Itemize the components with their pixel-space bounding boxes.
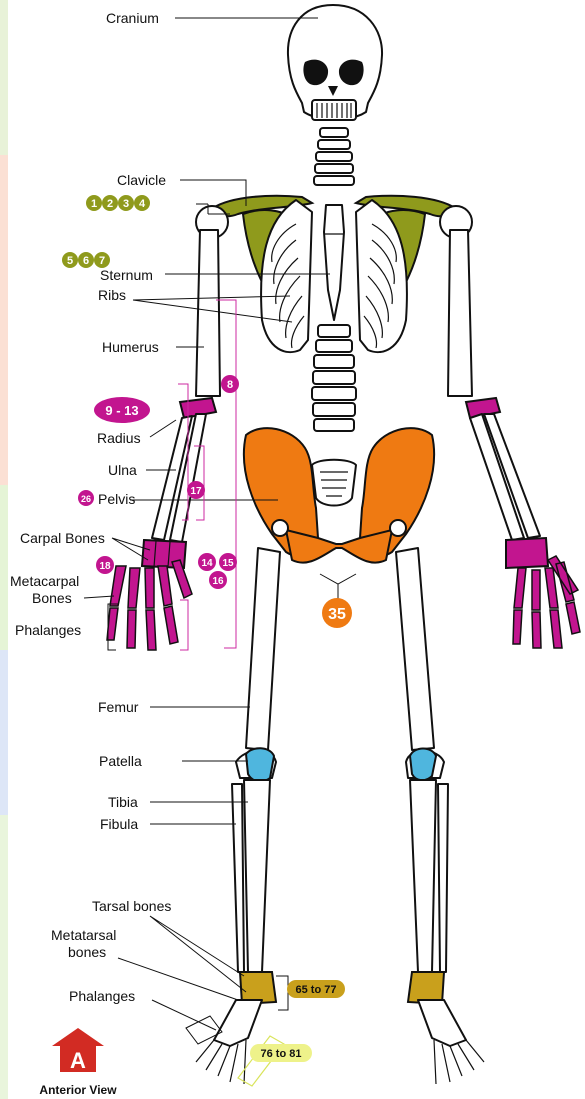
label-carpal-bones: Carpal Bones	[20, 530, 105, 546]
label-phalanges-foot: Phalanges	[69, 988, 135, 1004]
pelvis	[244, 428, 434, 563]
label-clavicle: Clavicle	[117, 172, 166, 188]
left-leg	[396, 548, 484, 1084]
label-cranium: Cranium	[106, 10, 159, 26]
label-fibula: Fibula	[100, 816, 138, 832]
labels: Cranium Clavicle Sternum Ribs Humerus Ra…	[10, 10, 171, 1004]
label-femur: Femur	[98, 699, 139, 715]
label-sternum: Sternum	[100, 267, 153, 283]
badge-4: 4	[139, 198, 146, 210]
badge-26: 26	[81, 494, 91, 504]
label-radius: Radius	[97, 430, 141, 446]
badge-5: 5	[67, 255, 73, 267]
badge-8: 8	[227, 379, 233, 391]
anterior-view-icon: A Anterior View	[39, 1028, 117, 1097]
badge-15: 15	[222, 558, 234, 569]
badge-35: 35	[328, 606, 346, 623]
label-metacarpal-2: Bones	[32, 590, 72, 606]
badge-14: 14	[201, 558, 213, 569]
badge-17: 17	[190, 486, 202, 497]
skull	[288, 5, 382, 120]
badge-18: 18	[99, 561, 111, 572]
badge-6: 6	[83, 255, 89, 267]
badge-76-81: 76 to 81	[261, 1048, 302, 1060]
badge-7: 7	[99, 255, 105, 267]
badge-9-13: 9 - 13	[105, 403, 138, 418]
olive-badges: 1 2 3 4 5 6 7	[62, 195, 150, 268]
badge-65-77: 65 to 77	[296, 984, 337, 996]
badge-3: 3	[123, 198, 129, 210]
badge-2: 2	[107, 198, 113, 210]
cervical-spine	[314, 128, 354, 185]
label-ulna: Ulna	[108, 462, 137, 478]
label-pelvis: Pelvis	[98, 491, 135, 507]
label-tarsal-bones: Tarsal bones	[92, 898, 171, 914]
label-metatarsal-1: Metatarsal	[51, 927, 116, 943]
label-phalanges-hand: Phalanges	[15, 622, 81, 638]
label-tibia: Tibia	[108, 794, 138, 810]
view-icon-letter: A	[70, 1048, 86, 1073]
label-metatarsal-2: bones	[68, 944, 106, 960]
badge-16: 16	[212, 576, 224, 587]
badge-1: 1	[91, 198, 97, 210]
label-humerus: Humerus	[102, 339, 159, 355]
orange-badge: 35	[322, 598, 352, 628]
lumbar-spine	[312, 325, 356, 431]
left-arm	[440, 206, 580, 648]
label-patella: Patella	[99, 753, 142, 769]
right-leg	[196, 548, 280, 1084]
view-caption: Anterior View	[39, 1083, 117, 1097]
label-metacarpal-1: Metacarpal	[10, 573, 79, 589]
label-ribs: Ribs	[98, 287, 126, 303]
